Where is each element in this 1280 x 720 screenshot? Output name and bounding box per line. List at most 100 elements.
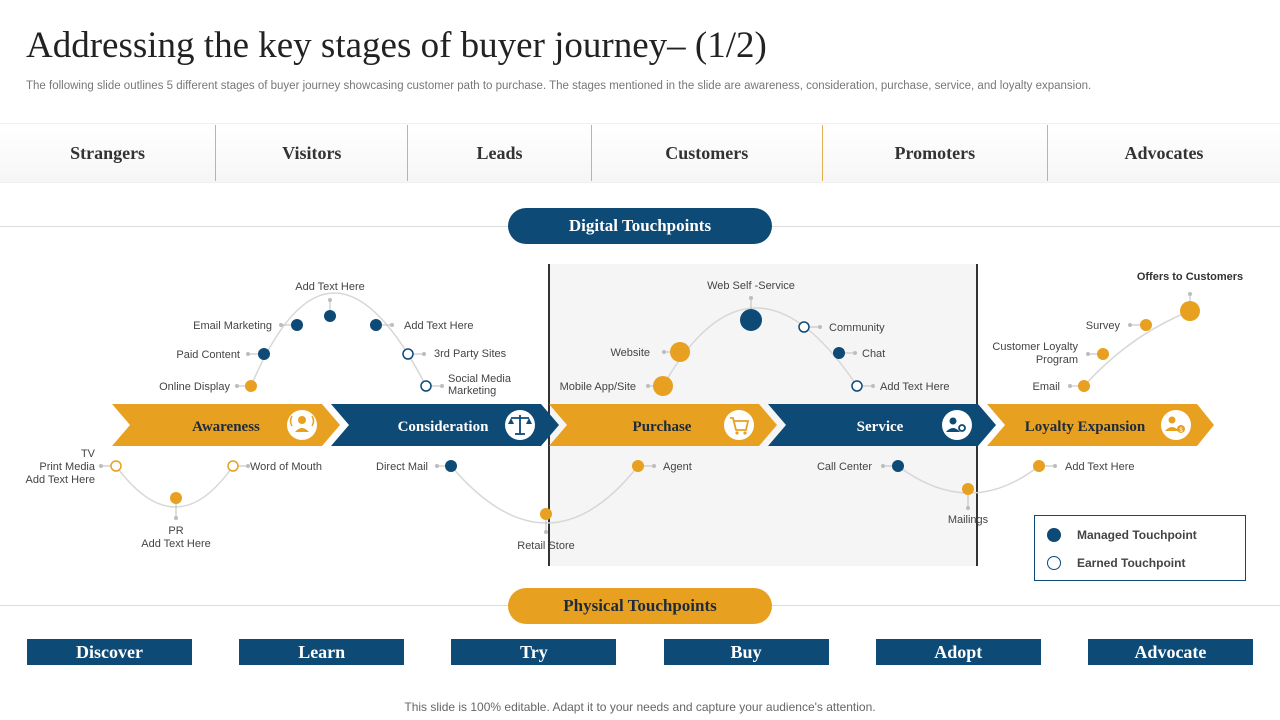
chevron-loyalty bbox=[987, 404, 1214, 446]
dot-earned bbox=[420, 380, 432, 392]
action-learn: Learn bbox=[239, 639, 405, 665]
balance-scale-icon bbox=[505, 410, 535, 440]
dot-gold bbox=[1033, 460, 1045, 472]
dot-managed bbox=[324, 310, 336, 322]
dot-earned bbox=[851, 380, 863, 392]
action-try: Try bbox=[451, 639, 617, 665]
label-tp: TV bbox=[81, 448, 96, 460]
label-tp: Survey bbox=[1086, 320, 1121, 332]
label-tp: Website bbox=[610, 347, 650, 359]
person-speaking-icon bbox=[287, 410, 317, 440]
physical-touchpoints-label: Physical Touchpoints bbox=[508, 588, 772, 624]
label-tp: Web Self -Service bbox=[707, 280, 795, 292]
journey-chevrons bbox=[112, 404, 1214, 446]
label-tp: Chat bbox=[862, 348, 885, 360]
label-tp: Community bbox=[829, 322, 885, 334]
action-row: Discover Learn Try Buy Adopt Advocate bbox=[27, 639, 1253, 665]
stage-visitors: Visitors bbox=[216, 125, 409, 181]
label-tp: Add Text Here bbox=[880, 381, 950, 393]
dot-managed bbox=[291, 319, 303, 331]
stage-strangers: Strangers bbox=[0, 125, 217, 181]
dot-gold bbox=[1078, 380, 1090, 392]
dot-earned-gold bbox=[110, 460, 122, 472]
action-adopt: Adopt bbox=[875, 639, 1041, 665]
dot-managed bbox=[370, 319, 382, 331]
chevron-label-consideration: Consideration bbox=[398, 419, 490, 435]
arc-awareness-digital bbox=[250, 292, 427, 387]
label-tp: Agent bbox=[663, 461, 692, 473]
label-tp-loyalty-wrap: Customer Loyalty Program bbox=[992, 341, 1078, 366]
label-tp: Word of Mouth bbox=[250, 461, 322, 473]
earned-dot-icon bbox=[1047, 556, 1061, 570]
dot-gold bbox=[962, 483, 974, 495]
dot-gold bbox=[170, 492, 182, 504]
chevron-awareness bbox=[112, 404, 340, 446]
label-tp: Add Text Here bbox=[295, 281, 365, 293]
label-tp: PR bbox=[168, 525, 183, 537]
label-tp: Retail Store bbox=[517, 540, 574, 552]
dot-managed-large bbox=[740, 309, 762, 331]
label-tp: Social Media Marketing bbox=[448, 373, 511, 397]
label-tp: Call Center bbox=[817, 461, 872, 473]
stage-leads: Leads bbox=[408, 125, 592, 181]
dot-managed bbox=[445, 460, 457, 472]
arc-awareness-physical bbox=[115, 465, 234, 508]
stage-advocates: Advocates bbox=[1124, 142, 1204, 163]
dot-gold-large bbox=[653, 376, 673, 396]
label-tp: Direct Mail bbox=[376, 461, 428, 473]
chevron-service bbox=[768, 404, 996, 446]
service-gear-icon bbox=[942, 410, 972, 440]
dot-managed bbox=[892, 460, 904, 472]
customer-stage-row: Strangers Visitors Leads Customers Promo… bbox=[0, 123, 1280, 183]
label-tp-offers: Offers to Customers bbox=[1137, 271, 1243, 283]
label-tp: Customer Loyalty Program bbox=[992, 341, 1078, 366]
dot-gold bbox=[540, 508, 552, 520]
label-tp: Paid Content bbox=[176, 349, 240, 361]
arc-loyalty-digital bbox=[1083, 310, 1191, 387]
label-tp: Mailings bbox=[948, 514, 989, 526]
slide-subtitle: The following slide outlines 5 different… bbox=[26, 80, 1092, 92]
label-tp: Mobile App/Site bbox=[560, 381, 636, 393]
dot-gold-large bbox=[670, 342, 690, 362]
chevron-label-loyalty: Loyalty Expansion bbox=[1025, 419, 1146, 435]
managed-dot-icon bbox=[1047, 528, 1061, 542]
stage-promoters: Promoters bbox=[823, 125, 1048, 181]
label-tp: Add Text Here bbox=[404, 320, 474, 332]
dot-gold bbox=[1140, 319, 1152, 331]
dot-gold bbox=[632, 460, 644, 472]
dot-earned-gold bbox=[227, 460, 239, 472]
connector-end-dots bbox=[99, 292, 1192, 534]
dot-earned bbox=[402, 348, 414, 360]
footer-note: This slide is 100% editable. Adapt it to… bbox=[404, 700, 876, 714]
legend-earned: Earned Touchpoint bbox=[1047, 556, 1185, 570]
label-tp: Email bbox=[1032, 381, 1060, 393]
digital-touchpoints-label: Digital Touchpoints bbox=[508, 208, 772, 244]
label-tp: Email Marketing bbox=[193, 320, 272, 332]
dot-gold bbox=[245, 380, 257, 392]
dot-earned bbox=[798, 321, 810, 333]
legend-managed: Managed Touchpoint bbox=[1047, 528, 1197, 542]
legend-managed-label: Managed Touchpoint bbox=[1077, 528, 1197, 542]
label-tp: Add Text Here bbox=[25, 474, 95, 486]
action-discover: Discover bbox=[27, 639, 192, 665]
svg-text:$: $ bbox=[1179, 428, 1183, 434]
dot-managed bbox=[833, 347, 845, 359]
shopping-cart-icon bbox=[724, 410, 754, 440]
slide-title: Addressing the key stages of buyer journ… bbox=[26, 25, 767, 66]
action-advocate: Advocate bbox=[1087, 639, 1253, 665]
chevron-label-awareness: Awareness bbox=[192, 419, 260, 435]
dot-gold bbox=[1097, 348, 1109, 360]
dot-managed bbox=[258, 348, 270, 360]
stage-customers: Customers bbox=[592, 125, 823, 181]
chevron-label-purchase: Purchase bbox=[633, 419, 692, 435]
label-tp: 3rd Party Sites bbox=[434, 348, 507, 360]
chevron-label-service: Service bbox=[857, 419, 904, 435]
label-tp-social-wrap: Social Media Marketing bbox=[448, 373, 511, 397]
legend-earned-label: Earned Touchpoint bbox=[1077, 556, 1186, 570]
loyalty-money-icon: $ bbox=[1161, 410, 1191, 440]
chevron-consideration bbox=[331, 404, 559, 446]
label-tp: Print Media bbox=[39, 461, 96, 473]
label-tp: Add Text Here bbox=[1065, 461, 1135, 473]
legend: Managed Touchpoint Earned Touchpoint bbox=[1034, 515, 1246, 581]
